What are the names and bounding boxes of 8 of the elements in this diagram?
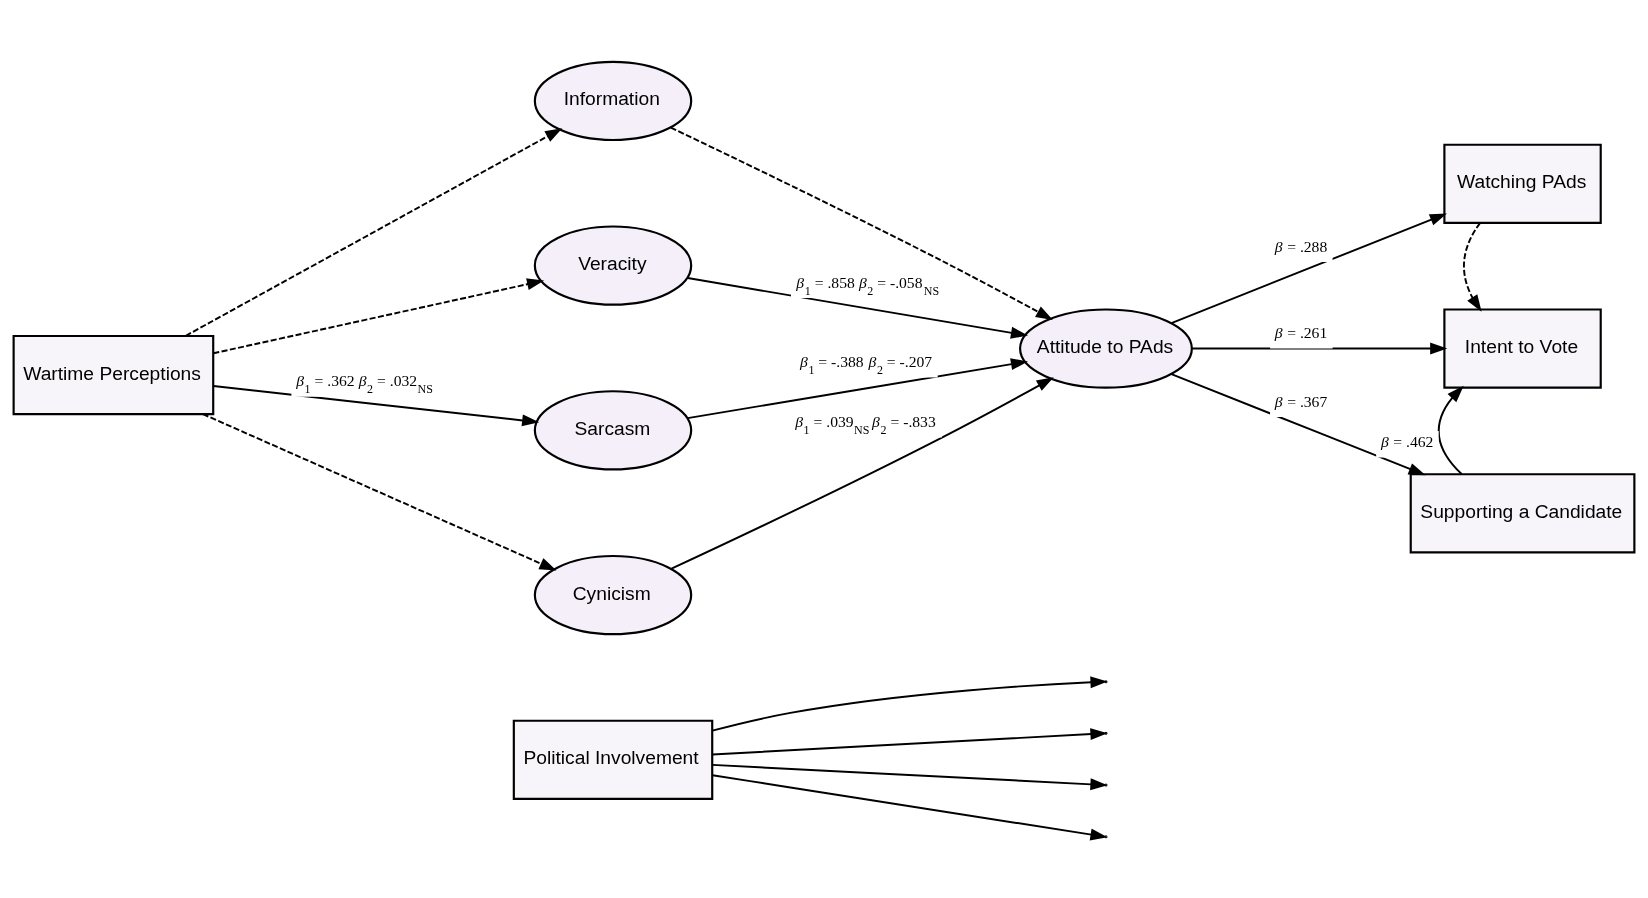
edge-label: β = .288 xyxy=(1274,237,1328,255)
edge-label: β = .367 xyxy=(1274,392,1328,410)
edge-label: β$_{1}$ = .362 β$_{2}$ = .032$_{NS}$ xyxy=(296,371,434,396)
edge-label: β$_{1}$ = .858 β$_{2}$ = -.058$_{NS}$ xyxy=(796,273,940,298)
edge-label: β = .462 xyxy=(1380,432,1434,450)
edge-label: β$_{1}$ = -.388 β$_{2}$ = -.207 xyxy=(799,352,933,377)
edge-label: β$_{1}$ = .039$_{NS}$ β$_{2}$ = -.833 xyxy=(795,412,936,437)
edge-label: β = .261 xyxy=(1274,323,1328,341)
